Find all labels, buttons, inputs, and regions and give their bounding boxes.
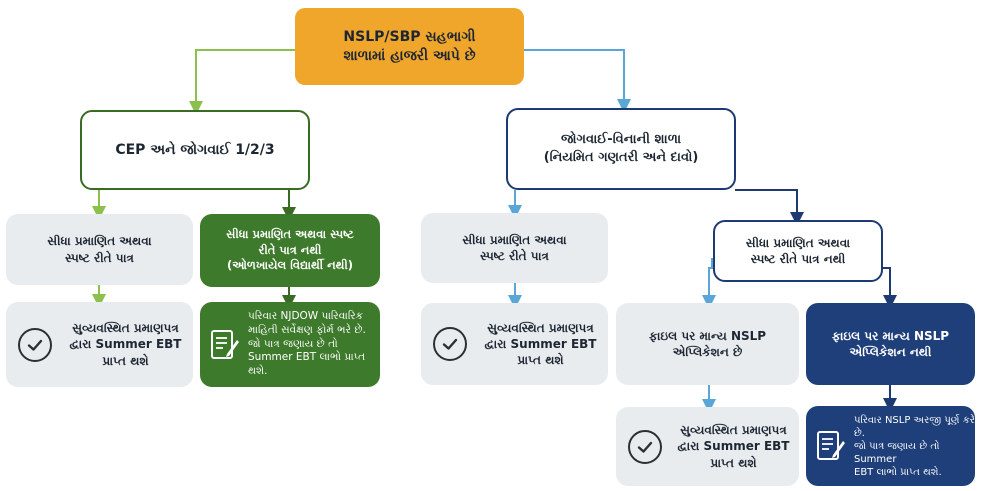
form-document-icon — [816, 429, 846, 463]
no-app-result-label: પરિવાર NSLP અરજી પૂર્ણ કરે છે. જો પાત્ર … — [854, 414, 975, 478]
app-result-label: સુવ્યવસ્થિત પ્રમાણપત્ર દ્વારા Summer EBT… — [677, 423, 790, 470]
right-eligible-label: સીધા પ્રમાણિત અથવા સ્પષ્ટ રીતે પાત્ર — [462, 232, 567, 263]
right-header-label: જોગવાઈ-વિનાની શાળા (નિયમિત ગણતરી અને દાવ… — [543, 132, 699, 165]
root-node: NSLP/SBP સહભાગી શાળામાં હાજરી આપે છે — [295, 8, 524, 85]
left-form-result-node: પરિવાર NJDOW પારિવારિક માહિતી સર્વેક્ષણ … — [200, 302, 380, 387]
no-app-on-file-node: ફાઇલ પર માન્ય NSLP એપ્લિકેશન નથી — [806, 303, 975, 385]
left-auto-result-label: સુવ્યવસ્થિત પ્રમાણપત્ર દ્વારા Summer EBT… — [69, 321, 182, 368]
left-auto-result-node: સુવ્યવસ્થિત પ્રમાણપત્ર દ્વારા Summer EBT… — [6, 302, 193, 387]
no-app-on-file-label: ફાઇલ પર માન્ય NSLP એપ્લિકેશન નથી — [831, 328, 950, 359]
app-result-node: સુવ્યવસ્થિત પ્રમાણપત્ર દ્વારા Summer EBT… — [616, 407, 799, 486]
right-not-eligible-label: સીધા પ્રમાણિત અથવા સ્પષ્ટ રીતે પાત્ર નથી — [745, 235, 851, 266]
line-root-right — [524, 49, 631, 113]
check-circle-icon — [18, 327, 52, 362]
check-circle-icon — [433, 327, 467, 361]
app-on-file-node: ફાઇલ પર માન્ય NSLP એપ્લિકેશન છે — [616, 303, 799, 385]
right-auto-result-label: સુવ્યવસ્થિત પ્રમાણપત્ર દ્વારા Summer EBT… — [484, 320, 597, 368]
left-header-node: CEP અને જોગવાઈ 1/2/3 — [80, 110, 310, 190]
left-form-result-label: પરિવાર NJDOW પારિવારિક માહિતી સર્વેક્ષણ … — [248, 310, 366, 377]
app-on-file-label: ફાઇલ પર માન્ય NSLP એપ્લિકેશન છે — [648, 328, 767, 359]
left-eligible-label: સીધા પ્રમાણિત અથવા સ્પષ્ટ રીતે પાત્ર — [47, 234, 152, 265]
line-right-not-eligible — [735, 189, 804, 226]
left-eligible-node: સીધા પ્રમાણિત અથવા સ્પષ્ટ રીતે પાત્ર — [6, 214, 193, 285]
root-label: NSLP/SBP સહભાગી શાળામાં હાજરી આપે છે — [343, 28, 476, 64]
line-app-on-file — [702, 258, 716, 309]
left-not-eligible-node: સીધા પ્રમાણિત અથવા સ્પષ્ટ રીતે પાત્ર નથી… — [200, 214, 380, 287]
line-no-app-on-file — [881, 258, 897, 309]
left-not-eligible-label: સીધા પ્રમાણિત અથવા સ્પષ્ટ રીતે પાત્ર નથી… — [226, 227, 354, 273]
right-header-node: જોગવાઈ-વિનાની શાળા (નિયમિત ગણતરી અને દાવ… — [506, 108, 736, 190]
right-auto-result-node: સુવ્યવસ્થિત પ્રમાણપત્ર દ્વારા Summer EBT… — [421, 303, 608, 385]
right-not-eligible-node: સીધા પ્રમાણિત અથવા સ્પષ્ટ રીતે પાત્ર નથી — [713, 220, 883, 282]
line-root-left — [189, 49, 295, 115]
no-app-result-node: પરિવાર NSLP અરજી પૂર્ણ કરે છે. જો પાત્ર … — [806, 406, 975, 486]
left-header-label: CEP અને જોગવાઈ 1/2/3 — [115, 141, 275, 158]
form-document-icon — [210, 328, 240, 362]
right-eligible-node: સીધા પ્રમાણિત અથવા સ્પષ્ટ રીતે પાત્ર — [421, 213, 608, 283]
check-circle-icon — [628, 429, 662, 464]
